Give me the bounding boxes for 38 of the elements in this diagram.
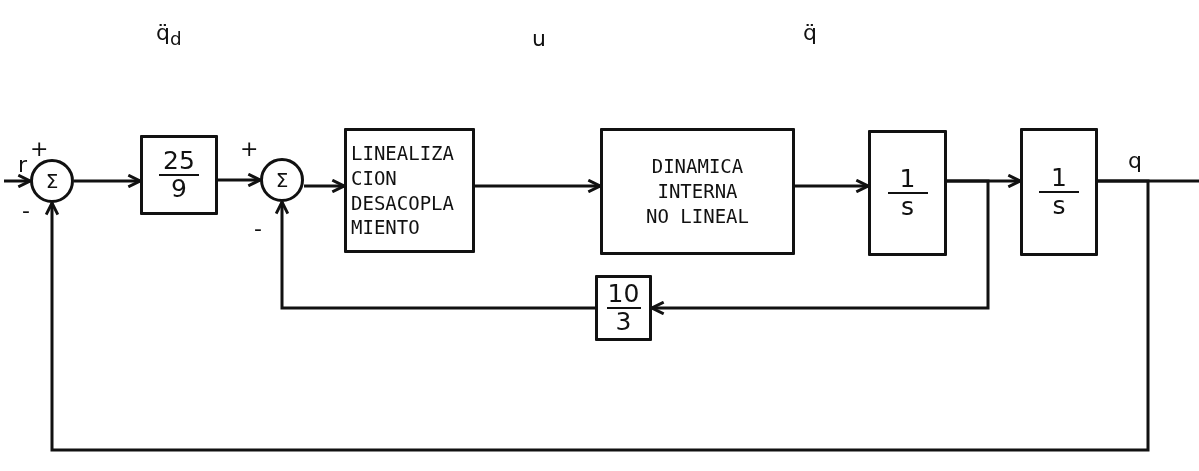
edge-label: q — [1128, 150, 1142, 172]
denominator: 3 — [614, 309, 633, 336]
sign-label: + — [240, 138, 259, 160]
numerator: 1 — [1050, 164, 1068, 191]
numerator: 25 — [162, 147, 196, 174]
arrow — [218, 172, 262, 188]
denominator: 9 — [170, 176, 188, 203]
arrow — [475, 178, 602, 194]
summing-junction — [260, 158, 304, 202]
gain-block — [1020, 128, 1098, 256]
sigma-symbol: Σ — [45, 171, 59, 191]
summing-junction — [30, 159, 74, 203]
arrow — [650, 179, 990, 316]
numerator: 1 — [898, 165, 917, 192]
signal-label: u — [532, 28, 546, 50]
block-label: LINEALIZA CION DESACOPLA MIENTO — [350, 141, 455, 240]
arrow — [74, 173, 142, 189]
sigma-symbol: Σ — [275, 170, 289, 190]
block-label: DINAMICA INTERNA NO LINEAL — [645, 154, 750, 229]
denominator: s — [900, 194, 915, 221]
signal-label: q̈$_{d}$ — [156, 22, 182, 49]
process-block — [600, 128, 795, 255]
arrow — [4, 173, 32, 189]
arrow — [274, 200, 595, 310]
edge-label: r — [18, 154, 28, 176]
sign-label: - — [22, 200, 30, 222]
gain-block — [140, 135, 218, 215]
gain-block — [595, 275, 652, 341]
numerator: 10 — [606, 280, 641, 307]
arrow — [44, 179, 1150, 452]
arrow — [304, 178, 346, 194]
gain-block — [868, 130, 947, 256]
sign-label: - — [254, 218, 262, 240]
process-block — [344, 128, 475, 253]
denominator: s — [1051, 193, 1067, 220]
arrow — [795, 178, 870, 194]
sign-label: + — [30, 138, 49, 160]
signal-label: q̈ — [803, 22, 817, 44]
